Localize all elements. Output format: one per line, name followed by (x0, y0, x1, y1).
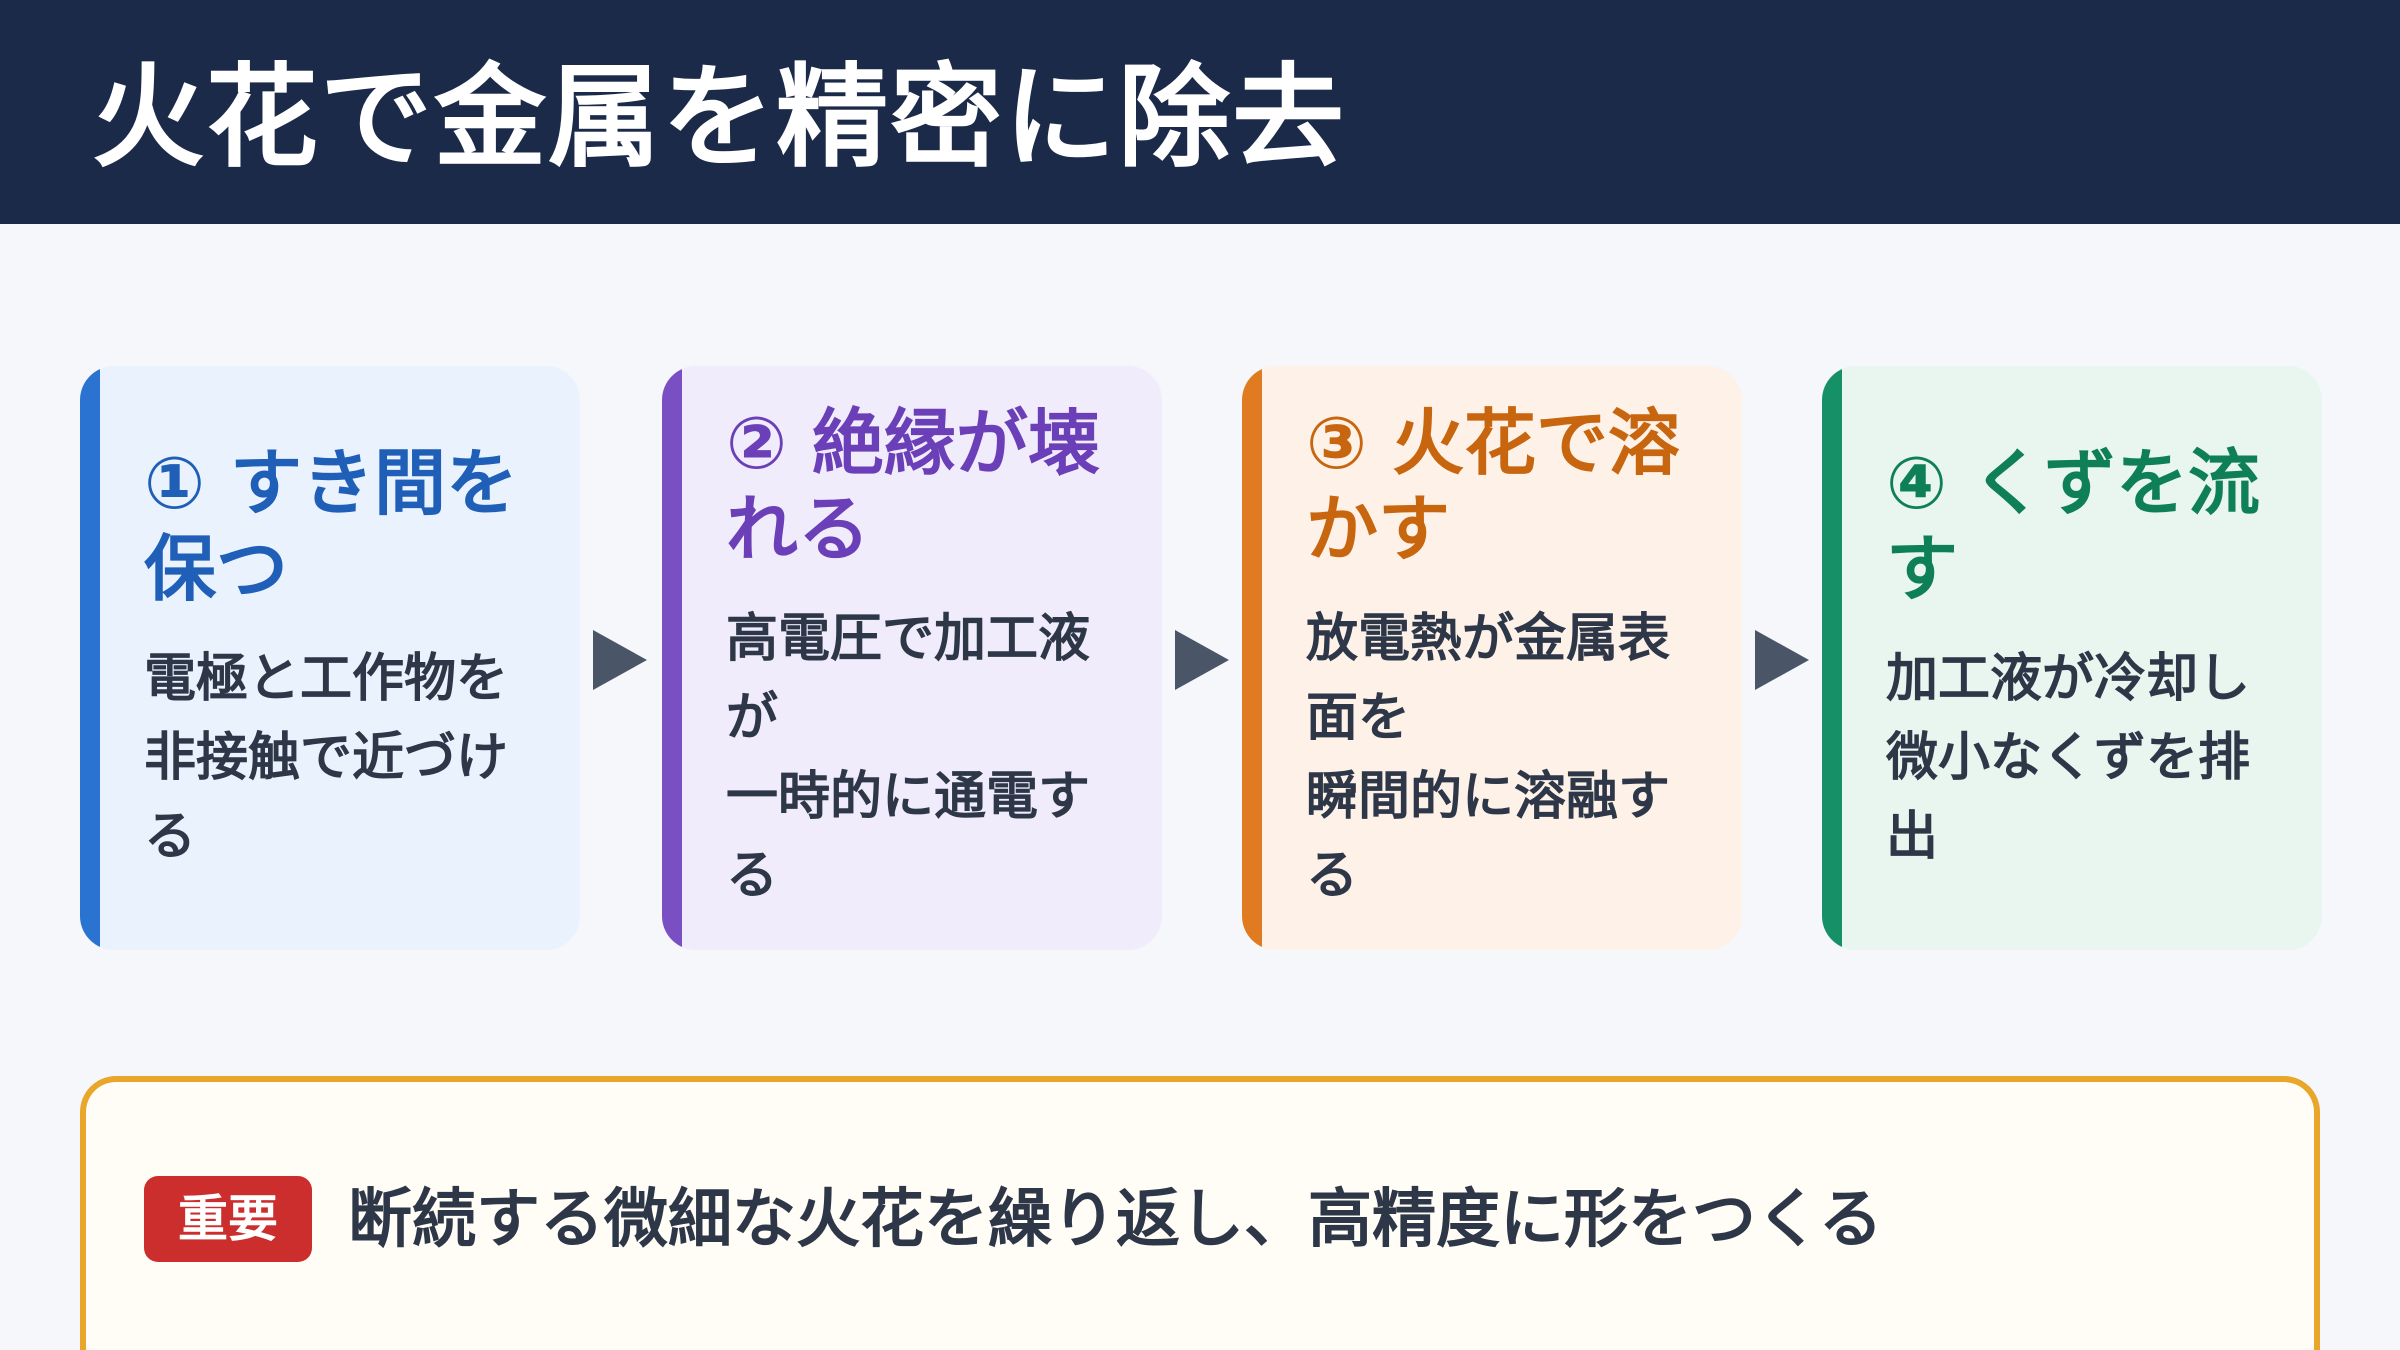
step-card-2: ② 絶縁が壊れる 高電圧で加工液 が 一時的に通電す る (662, 366, 1162, 950)
page-title: 火花で金属を精密に除去 (92, 53, 1346, 183)
triangle-right-icon (1755, 630, 1809, 690)
triangle-right-icon (1175, 630, 1229, 690)
step-card-title: ④ くずを流す (1886, 440, 2261, 611)
step-card-accent-bar (1822, 366, 1842, 950)
step-card-accent-bar (80, 366, 100, 950)
step-card-1: ① すき間を保つ 電極と工作物を 非接触で近づけ る (80, 366, 580, 950)
triangle-right-icon (593, 630, 647, 690)
step-card-4: ④ くずを流す 加工液が冷却し 微小なくずを排 出 (1822, 366, 2322, 950)
step-card-body: 加工液が冷却し 微小なくずを排 出 (1886, 648, 2251, 867)
key-point-text: 断続する微細な火花を繰り返し、高精度に形をつくる (348, 1183, 1883, 1257)
step-card-title: ③ 火花で溶かす (1306, 401, 1681, 571)
important-badge: 重要 (144, 1176, 312, 1262)
step-card-accent-bar (1242, 366, 1262, 950)
step-card-body: 電極と工作物を 非接触で近づけ る (144, 648, 509, 867)
step-card-body: 放電熱が金属表 面を 瞬間的に溶融す る (1306, 609, 1671, 906)
step-card-accent-bar (662, 366, 682, 950)
step-card-title: ① すき間を保つ (144, 440, 519, 611)
step-card-title: ② 絶縁が壊れる (726, 401, 1101, 571)
header-banner: 火花で金属を精密に除去 (0, 0, 2400, 224)
key-point-callout: 重要 断続する微細な火花を繰り返し、高精度に形をつくる (80, 1076, 2320, 1350)
step-card-body: 高電圧で加工液 が 一時的に通電す る (726, 609, 1091, 906)
step-card-3: ③ 火花で溶かす 放電熱が金属表 面を 瞬間的に溶融す る (1242, 366, 1742, 950)
